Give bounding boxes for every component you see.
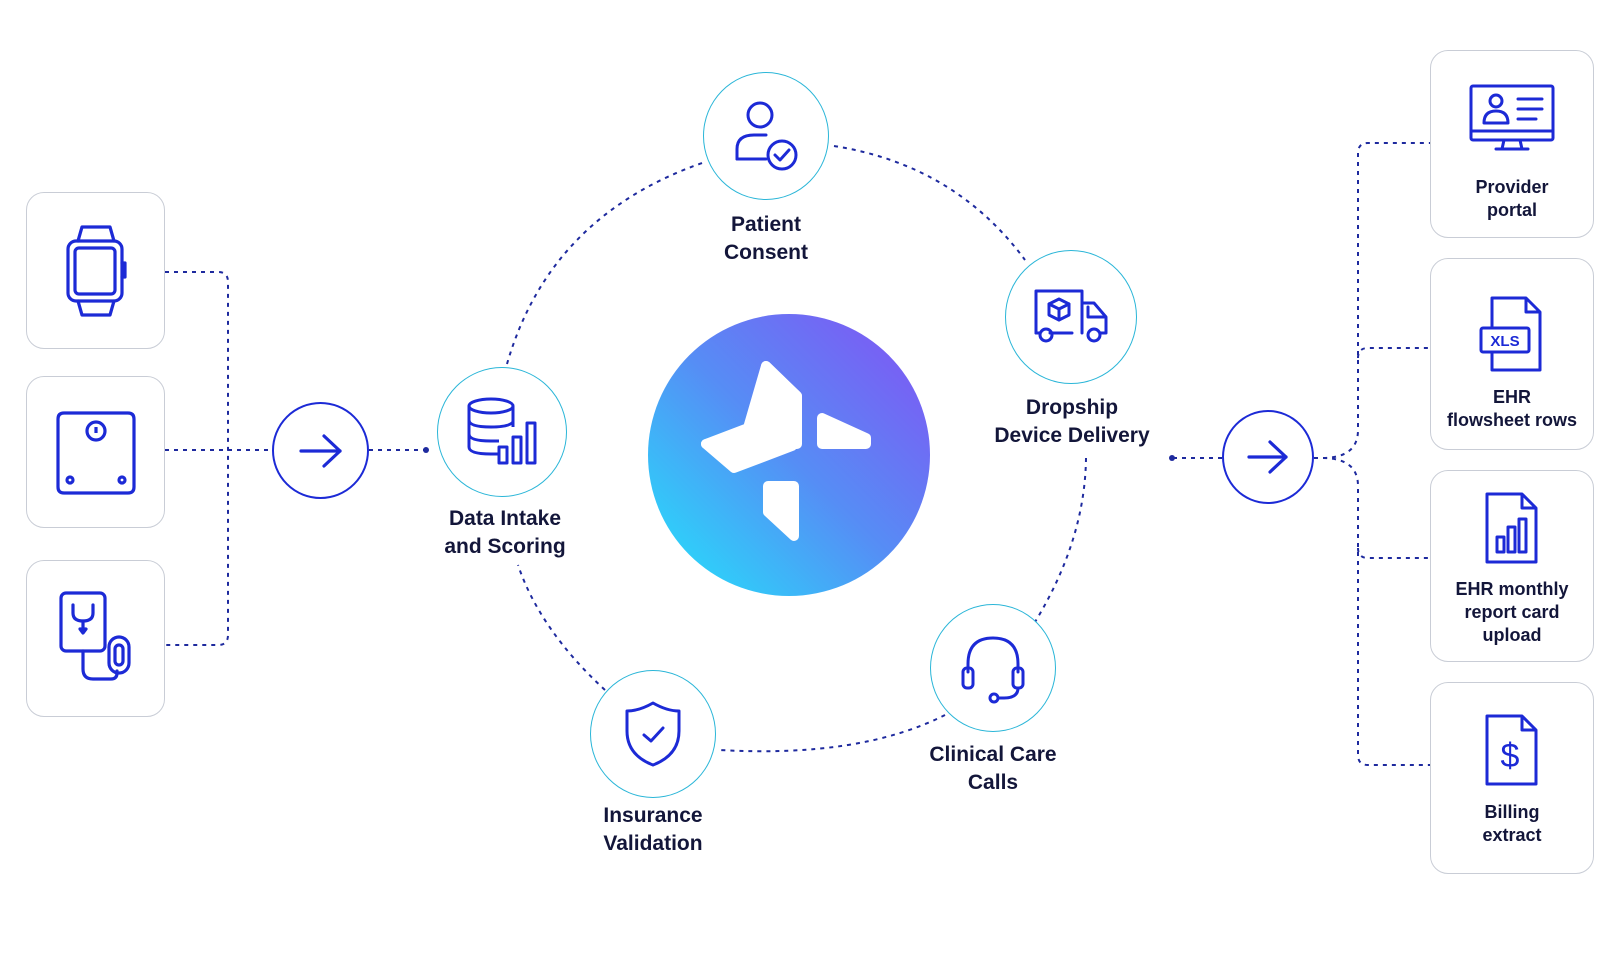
output-card-billing-extract: $ Billing extract	[1430, 682, 1594, 874]
output-arrow-button	[1222, 410, 1314, 504]
device-card-scale	[26, 376, 165, 528]
brand-logo-icon	[701, 361, 871, 541]
delivery-truck-icon	[1034, 289, 1108, 343]
device-card-blood-pressure	[26, 560, 165, 717]
database-chart-icon	[467, 397, 537, 465]
monitor-profile-icon	[1469, 84, 1555, 151]
input-arrow-button	[272, 402, 369, 499]
step-dropship-circle	[1005, 250, 1137, 384]
step-patient-consent-circle	[703, 72, 829, 200]
arrow-right-icon	[298, 433, 342, 468]
output-card-provider-portal: Provider portal	[1430, 50, 1594, 238]
weight-scale-icon	[55, 411, 136, 495]
blood-pressure-monitor-icon	[58, 590, 131, 681]
step-clinical-care-circle	[930, 604, 1056, 732]
headset-icon	[961, 636, 1025, 704]
step-data-intake-circle	[437, 367, 567, 497]
user-check-icon	[735, 101, 798, 171]
step-data-intake-label: Data Intake and Scoring	[444, 507, 566, 558]
report-file-icon	[1485, 492, 1538, 564]
central-hub	[648, 314, 930, 596]
xls-file-icon: XLS	[1479, 296, 1542, 372]
billing-file-icon: $	[1485, 714, 1538, 786]
step-insurance-circle	[590, 670, 716, 798]
output-label: Billing extract	[1482, 802, 1542, 845]
output-label: EHR monthly report card upload	[1455, 579, 1569, 645]
step-insurance-label: Insurance Validation	[603, 804, 703, 855]
arrow-right-icon	[1247, 440, 1288, 474]
smartwatch-icon	[65, 224, 127, 317]
svg-text:$: $	[1501, 737, 1520, 775]
output-card-ehr-flowsheet: XLS EHR flowsheet rows	[1430, 258, 1594, 450]
device-card-smartwatch	[26, 192, 165, 349]
output-card-ehr-report-card: EHR monthly report card upload	[1430, 470, 1594, 662]
step-dropship-label: Dropship Device Delivery	[994, 396, 1150, 447]
shield-check-icon	[625, 701, 681, 767]
step-patient-consent-label: Patient Consent	[724, 213, 808, 264]
step-clinical-care-label: Clinical Care Calls	[929, 743, 1057, 794]
svg-text:XLS: XLS	[1490, 333, 1519, 350]
output-label: Provider portal	[1475, 177, 1549, 220]
output-label: EHR flowsheet rows	[1446, 387, 1578, 430]
